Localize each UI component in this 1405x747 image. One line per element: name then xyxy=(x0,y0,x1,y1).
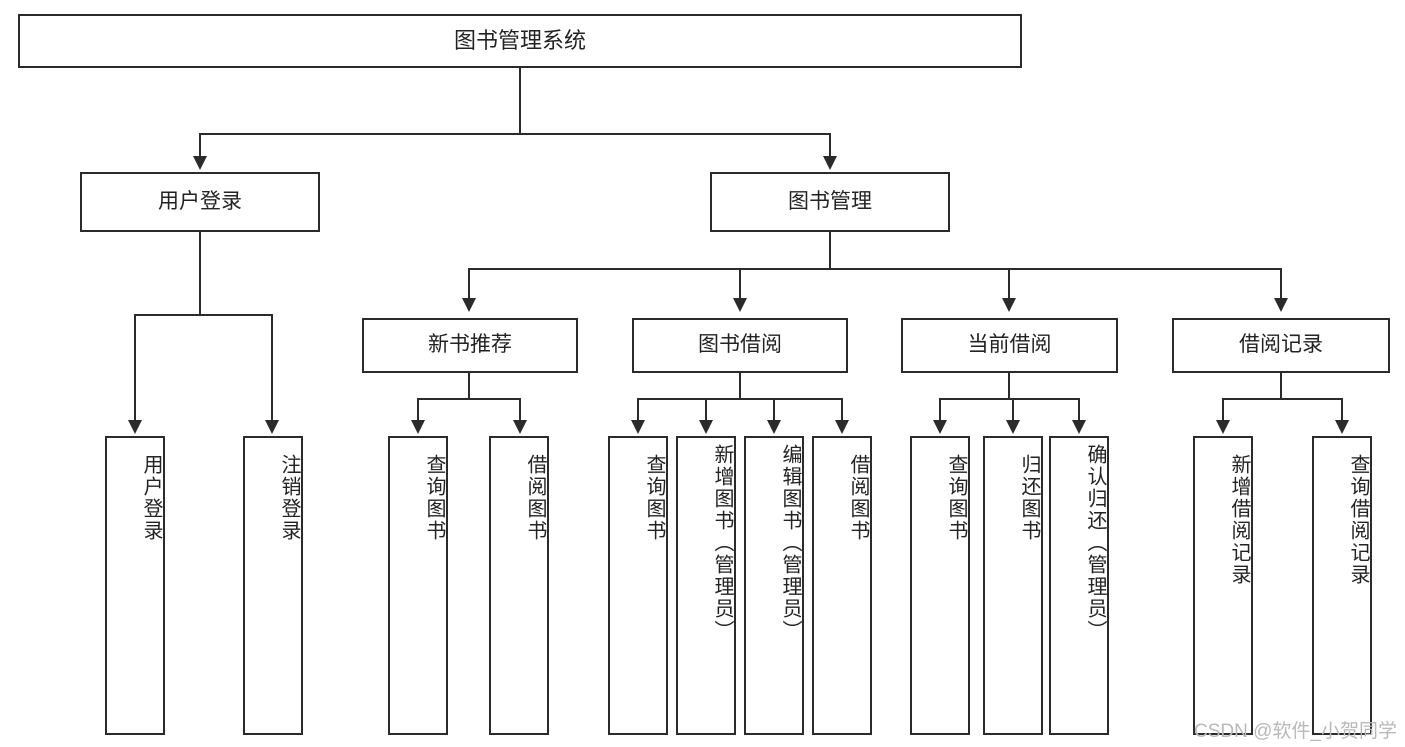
connector-new-book-branch-1 xyxy=(417,398,419,422)
connector-borrow-record-branch-1 xyxy=(1222,398,1224,422)
node-book-management[interactable]: 图书管理 xyxy=(710,172,950,232)
connector-current-borrow-stem xyxy=(1008,373,1010,400)
connector-book-borrow-branch-3 xyxy=(773,398,775,422)
connector-root-bus xyxy=(199,133,831,135)
connector-book-borrow-branch-4 xyxy=(841,398,843,422)
connector-user-login-stem xyxy=(199,232,201,316)
arrow-down-icon xyxy=(1002,298,1016,312)
node-label: 归还图书 xyxy=(1018,454,1040,542)
node-leaf-add-book-admin[interactable]: 新增图书（管理员） xyxy=(676,436,736,735)
node-label: 注销登录 xyxy=(278,454,300,542)
node-borrow-record[interactable]: 借阅记录 xyxy=(1172,318,1390,373)
connector-borrow-record-bus xyxy=(1222,398,1342,400)
node-leaf-user-login[interactable]: 用户登录 xyxy=(105,436,165,735)
node-label: 编辑图书（管理员） xyxy=(779,444,801,642)
connector-user-login-branch-1 xyxy=(134,314,136,422)
arrow-down-icon xyxy=(823,156,837,170)
connector-current-borrow-branch-2 xyxy=(1012,398,1014,422)
node-label: 查询图书 xyxy=(643,454,665,542)
node-leaf-add-borrow-record[interactable]: 新增借阅记录 xyxy=(1193,436,1253,735)
node-label: 图书借阅 xyxy=(698,333,782,357)
node-leaf-query-book-recommend[interactable]: 查询图书 xyxy=(388,436,448,735)
connector-book-borrow-branch-1 xyxy=(637,398,639,422)
arrow-down-icon xyxy=(767,420,781,434)
connector-borrow-record-branch-2 xyxy=(1341,398,1343,422)
connector-book-manage-branch-4 xyxy=(1280,268,1282,300)
node-current-borrow[interactable]: 当前借阅 xyxy=(901,318,1118,373)
connector-book-manage-branch-2 xyxy=(739,268,741,300)
node-root-book-management-system[interactable]: 图书管理系统 xyxy=(18,14,1022,68)
connector-book-manage-branch-3 xyxy=(1008,268,1010,300)
node-label: 借阅图书 xyxy=(524,454,546,542)
arrow-down-icon xyxy=(1072,420,1086,434)
node-leaf-query-book-current[interactable]: 查询图书 xyxy=(910,436,970,735)
node-label: 新增借阅记录 xyxy=(1228,454,1250,586)
node-book-borrow[interactable]: 图书借阅 xyxy=(632,318,848,373)
arrow-down-icon xyxy=(265,420,279,434)
node-label: 查询图书 xyxy=(945,454,967,542)
arrow-down-icon xyxy=(1006,420,1020,434)
node-leaf-borrow-book-recommend[interactable]: 借阅图书 xyxy=(489,436,549,735)
connector-book-borrow-stem xyxy=(739,373,741,400)
watermark-text: CSDN @软件_小贺同学 xyxy=(1194,721,1397,742)
node-label: 新增图书（管理员） xyxy=(711,444,733,642)
connector-book-borrow-branch-2 xyxy=(705,398,707,422)
node-leaf-query-borrow-record[interactable]: 查询借阅记录 xyxy=(1312,436,1372,735)
node-label: 借阅图书 xyxy=(847,454,869,542)
connector-current-borrow-bus xyxy=(939,398,1078,400)
node-leaf-return-book[interactable]: 归还图书 xyxy=(983,436,1043,735)
connector-root-to-user-login xyxy=(199,133,201,158)
arrow-down-icon xyxy=(1335,420,1349,434)
node-new-book-recommend[interactable]: 新书推荐 xyxy=(362,318,578,373)
node-label: 确认归还（管理员） xyxy=(1084,444,1106,642)
arrow-down-icon xyxy=(513,420,527,434)
node-label: 新书推荐 xyxy=(428,333,512,357)
arrow-down-icon xyxy=(1274,298,1288,312)
node-leaf-query-book-borrow[interactable]: 查询图书 xyxy=(608,436,668,735)
arrow-down-icon xyxy=(1216,420,1230,434)
node-label: 查询借阅记录 xyxy=(1347,454,1369,586)
node-label: 查询图书 xyxy=(423,454,445,542)
connector-book-manage-branch-1 xyxy=(468,268,470,300)
node-label: 当前借阅 xyxy=(967,333,1052,357)
connector-book-manage-bus xyxy=(468,268,1282,270)
connector-borrow-record-stem xyxy=(1280,373,1282,400)
arrow-down-icon xyxy=(128,420,142,434)
connector-root-to-book-manage xyxy=(829,133,831,158)
connector-book-borrow-bus xyxy=(637,398,843,400)
arrow-down-icon xyxy=(699,420,713,434)
arrow-down-icon xyxy=(835,420,849,434)
arrow-down-icon xyxy=(933,420,947,434)
node-user-login[interactable]: 用户登录 xyxy=(80,172,320,232)
node-label: 图书管理系统 xyxy=(453,28,586,54)
connector-user-login-bus xyxy=(134,314,272,316)
connector-current-borrow-branch-1 xyxy=(939,398,941,422)
node-label: 用户登录 xyxy=(158,189,242,213)
connector-new-book-bus xyxy=(417,398,520,400)
connector-new-book-stem xyxy=(468,373,470,400)
connector-current-borrow-branch-3 xyxy=(1078,398,1080,422)
node-label: 图书管理 xyxy=(788,189,872,213)
connector-root-stem xyxy=(519,68,521,133)
node-leaf-confirm-return-admin[interactable]: 确认归还（管理员） xyxy=(1049,436,1109,735)
arrow-down-icon xyxy=(733,298,747,312)
arrow-down-icon xyxy=(411,420,425,434)
arrow-down-icon xyxy=(631,420,645,434)
node-label: 用户登录 xyxy=(140,454,162,542)
connector-book-manage-stem xyxy=(829,232,831,270)
arrow-down-icon xyxy=(462,298,476,312)
node-label: 借阅记录 xyxy=(1239,333,1323,357)
node-leaf-logout-login[interactable]: 注销登录 xyxy=(243,436,303,735)
node-leaf-borrow-book-borrow[interactable]: 借阅图书 xyxy=(812,436,872,735)
arrow-down-icon xyxy=(193,156,207,170)
node-leaf-edit-book-admin[interactable]: 编辑图书（管理员） xyxy=(744,436,804,735)
connector-user-login-branch-2 xyxy=(271,314,273,422)
connector-new-book-branch-2 xyxy=(519,398,521,422)
